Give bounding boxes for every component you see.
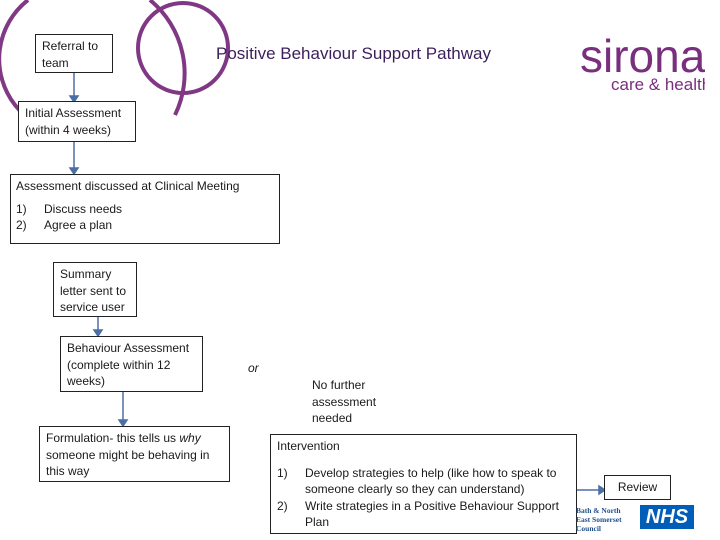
referral-text: Referral to team bbox=[42, 39, 99, 70]
sirona-logo-wordmark: sirona bbox=[580, 30, 705, 82]
list-item: 2) Agree a plan bbox=[16, 217, 273, 234]
list-item: 1) Develop strategies to help (like how … bbox=[277, 465, 570, 498]
review-box: Review bbox=[604, 475, 671, 500]
connector-arrow bbox=[68, 167, 80, 176]
formulation-text-start: Formulation- this tells us bbox=[46, 431, 180, 445]
connector-arrow bbox=[117, 419, 129, 428]
behaviour-assessment-text: Behaviour Assessment (complete within 12… bbox=[67, 341, 190, 388]
sirona-logo-tagline: care & health bbox=[611, 75, 705, 94]
initial-assessment-box: Initial Assessment (within 4 weeks) bbox=[18, 101, 136, 142]
review-text: Review bbox=[617, 480, 658, 494]
list-text: Agree a plan bbox=[44, 218, 113, 232]
list-number: 2) bbox=[277, 498, 288, 513]
nhs-logo: NHS bbox=[640, 505, 694, 529]
decor-arc bbox=[148, 0, 187, 116]
formulation-text-end: someone might be behaving in this way bbox=[46, 447, 210, 479]
clinical-meeting-box: Assessment discussed at Clinical Meeting… bbox=[10, 174, 280, 244]
formulation-box: Formulation- this tells us why someone m… bbox=[39, 426, 230, 482]
intervention-title: Intervention bbox=[277, 439, 340, 453]
list-number: 2) bbox=[16, 218, 27, 232]
summary-letter-text: Summary letter sent to service user bbox=[60, 267, 127, 314]
list-text: Discuss needs bbox=[44, 201, 123, 216]
intervention-box: Intervention 1) Develop strategies to he… bbox=[270, 434, 577, 534]
list-number: 1) bbox=[277, 465, 288, 480]
list-text: Write strategies in a Positive Behaviour… bbox=[305, 498, 559, 530]
clinical-meeting-title: Assessment discussed at Clinical Meeting bbox=[16, 179, 240, 193]
sirona-logo: sirona care & health bbox=[580, 30, 705, 94]
formulation-emphasis: why bbox=[179, 431, 201, 445]
referral-box: Referral to team bbox=[35, 34, 113, 73]
no-further-assessment-text: No further assessment needed bbox=[312, 378, 377, 425]
behaviour-assessment-box: Behaviour Assessment (complete within 12… bbox=[60, 336, 203, 392]
decor-circle bbox=[136, 1, 230, 95]
summary-letter-box: Summary letter sent to service user bbox=[53, 262, 137, 317]
or-label: or bbox=[248, 361, 259, 375]
connector-arrow bbox=[92, 329, 104, 338]
list-item: 2) Write strategies in a Positive Behavi… bbox=[277, 498, 570, 531]
connector-arrow bbox=[68, 95, 80, 104]
initial-assessment-text: Initial Assessment (within 4 weeks) bbox=[25, 106, 122, 137]
council-logo: Bath & North East Somerset Council bbox=[576, 506, 622, 533]
list-item: 1) Discuss needs bbox=[16, 201, 273, 218]
clinical-meeting-list: 1) Discuss needs 2) Agree a plan bbox=[16, 201, 273, 234]
intervention-list: 1) Develop strategies to help (like how … bbox=[277, 465, 570, 531]
connector-arrow bbox=[598, 484, 607, 496]
list-text: Develop strategies to help (like how to … bbox=[305, 465, 557, 497]
page-title: Positive Behaviour Support Pathway bbox=[216, 44, 491, 63]
list-number: 1) bbox=[16, 201, 27, 216]
